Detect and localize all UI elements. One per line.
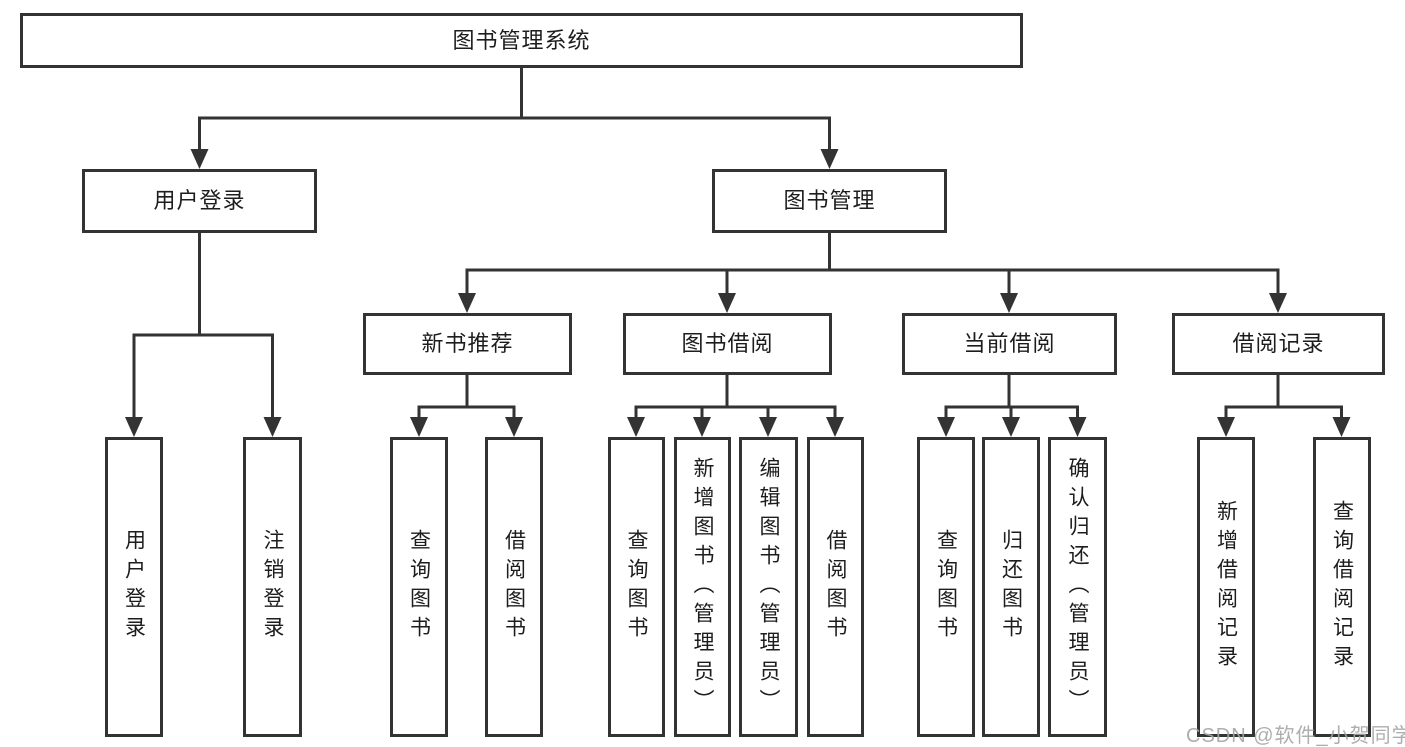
leaf-user-login-label: 用户登录 — [122, 529, 146, 645]
leaf-add-books-admin: 新增图书（管理员） — [674, 437, 731, 737]
leaf-query-borrow-record: 查询借阅记录 — [1313, 437, 1371, 737]
leaf-query-books-current-label: 查询图书 — [934, 529, 958, 645]
node-user-login-group-label: 用户登录 — [153, 188, 246, 213]
node-root-library-system: 图书管理系统 — [20, 13, 1023, 68]
csdn-watermark: CSDN @软件_小贺同学 — [1186, 725, 1405, 747]
leaf-edit-books-admin-label: 编辑图书（管理员） — [757, 456, 780, 718]
leaf-user-login: 用户登录 — [105, 437, 163, 737]
node-root-label: 图书管理系统 — [452, 27, 591, 53]
leaf-confirm-return-admin: 确认归还（管理员） — [1048, 437, 1107, 737]
node-current-borrowing: 当前借阅 — [902, 313, 1117, 375]
leaf-query-books-borrow: 查询图书 — [608, 437, 665, 737]
leaf-return-books: 归还图书 — [982, 437, 1040, 737]
node-user-login-group: 用户登录 — [82, 169, 317, 233]
leaf-add-borrow-record-label: 新增借阅记录 — [1214, 500, 1238, 674]
node-current-borrowing-label: 当前借阅 — [963, 331, 1056, 356]
leaf-query-books-recommend-label: 查询图书 — [407, 529, 431, 645]
leaf-borrow-books-label: 借阅图书 — [824, 529, 847, 645]
leaf-edit-books-admin: 编辑图书（管理员） — [739, 437, 798, 737]
leaf-borrow-books: 借阅图书 — [807, 437, 864, 737]
leaf-logout: 注销登录 — [243, 437, 302, 737]
node-book-borrowing-label: 图书借阅 — [681, 331, 774, 356]
node-new-book-recommend-label: 新书推荐 — [421, 331, 514, 356]
leaf-query-borrow-record-label: 查询借阅记录 — [1330, 500, 1354, 674]
leaf-return-books-label: 归还图书 — [999, 529, 1023, 645]
leaf-borrow-books-recommend-label: 借阅图书 — [502, 529, 526, 645]
leaf-query-books-borrow-label: 查询图书 — [625, 529, 648, 645]
node-book-management-label: 图书管理 — [783, 188, 876, 213]
node-borrow-records: 借阅记录 — [1172, 313, 1385, 375]
leaf-query-books-current: 查询图书 — [917, 437, 975, 737]
leaf-borrow-books-recommend: 借阅图书 — [485, 437, 543, 737]
node-borrow-records-label: 借阅记录 — [1232, 331, 1325, 356]
leaf-logout-label: 注销登录 — [261, 529, 284, 645]
node-book-borrowing: 图书借阅 — [623, 313, 832, 375]
leaf-confirm-return-admin-label: 确认归还（管理员） — [1066, 456, 1089, 718]
leaf-query-books-recommend: 查询图书 — [390, 437, 448, 737]
leaf-add-borrow-record: 新增借阅记录 — [1197, 437, 1255, 737]
node-book-management: 图书管理 — [712, 169, 947, 233]
leaf-add-books-admin-label: 新增图书（管理员） — [691, 456, 714, 718]
node-new-book-recommend: 新书推荐 — [363, 313, 572, 375]
